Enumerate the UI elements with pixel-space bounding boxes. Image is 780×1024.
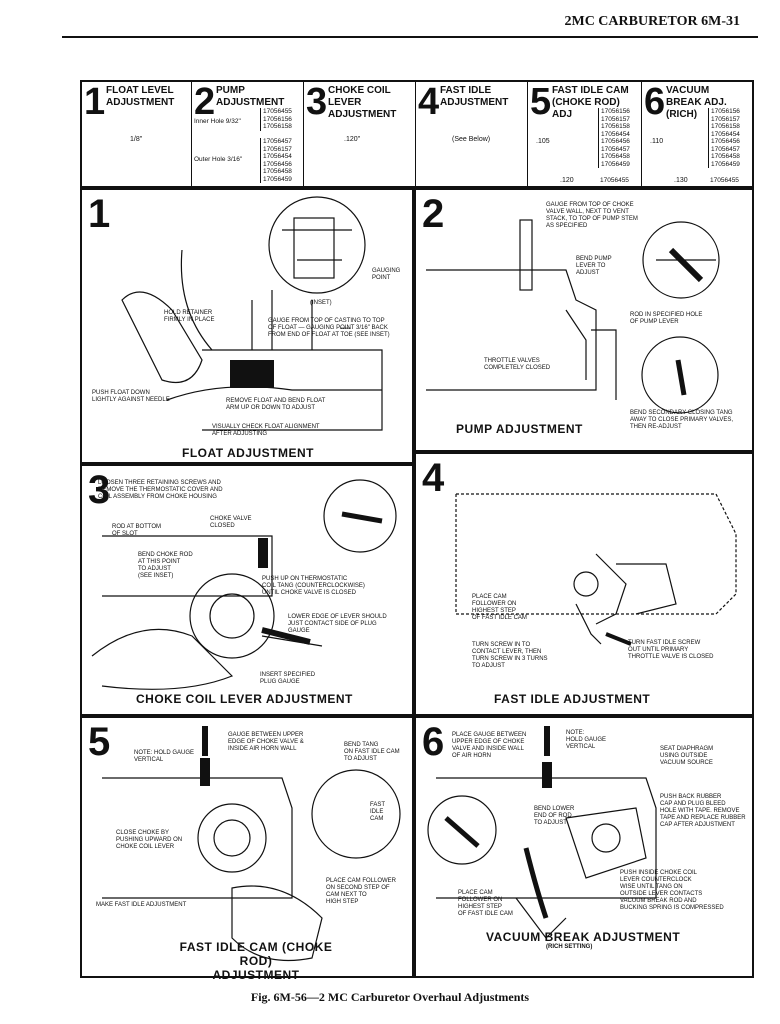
label-remove-float: REMOVE FLOAT AND BEND FLOAT ARM UP OR DO… <box>226 398 326 411</box>
spec-title: FAST IDLE ADJUSTMENT <box>440 85 509 108</box>
label-turn-screw-in: TURN SCREW IN TO CONTACT LEVER, THEN TUR… <box>472 642 548 669</box>
panel-vacuum-break: 6 PLACE GAUGE BETWEEN UPPER EDGE OF CHOK… <box>414 716 754 978</box>
label-loosen-screws: LOOSEN THREE RETAINING SCREWS AND REMOVE… <box>98 480 223 500</box>
label-bend-pump-lever: BEND PUMP LEVER TO ADJUST <box>576 256 612 276</box>
spec-parts: 17056156 17056157 17056158 17056454 1705… <box>708 108 740 168</box>
spec-inner-parts: 17056455 17056156 17056158 <box>260 108 292 131</box>
spec-value: .105 <box>536 138 550 145</box>
spec-num: 3 <box>306 81 328 123</box>
panel-caption: PUMP ADJUSTMENT <box>456 422 583 436</box>
panel-fast-idle: 4 PLACE CAM FOLLOWER ON HIGHEST STEP OF … <box>414 452 754 716</box>
label-gauge-from-top: GAUGE FROM TOP OF CASTING TO TOP OF FLOA… <box>268 318 390 338</box>
panel-number: 6 <box>422 720 445 764</box>
panel-number: 3 <box>88 468 111 512</box>
label-place-cam-follower: PLACE CAM FOLLOWER ON HIGHEST STEP OF FA… <box>472 594 527 621</box>
panel-caption: VACUUM BREAK ADJUSTMENT <box>486 930 681 944</box>
choke-coil-lever-illustration <box>91 479 397 690</box>
panel-float-adjustment: 1 ═══ GAUGING POINT (INSET) HOLD RETAINE… <box>80 188 414 464</box>
spec-inner-hole: Inner Hole 9/32" <box>194 118 241 125</box>
label-push-float: PUSH FLOAT DOWN LIGHTLY AGAINST NEEDLE <box>92 390 170 403</box>
spec-value: .120 <box>560 177 574 184</box>
float-adjustment-illustration: ═══ <box>121 196 383 431</box>
spec-value: 1/8" <box>130 136 143 143</box>
spec-title: VACUUM BREAK ADJ. (RICH) <box>666 85 727 120</box>
label-place-cam-follower-second: PLACE CAM FOLLOWER ON SECOND STEP OF CAM… <box>326 878 397 905</box>
label-hold-gauge-vertical: NOTE: HOLD GAUGE VERTICAL <box>134 750 195 763</box>
page-header: 2MC CARBURETOR 6M-31 <box>564 14 740 29</box>
spec-num: 6 <box>644 81 666 123</box>
spec-col-3: 3 CHOKE COIL LEVER ADJUSTMENT .120" <box>304 82 416 186</box>
label-gauge-choke-valve-wall: GAUGE FROM TOP OF CHOKE VALVE WALL, NEXT… <box>546 202 638 229</box>
label-visually-check: VISUALLY CHECK FLOAT ALIGNMENT AFTER ADJ… <box>212 424 320 437</box>
label-gauge-between-upper: GAUGE BETWEEN UPPER EDGE OF CHOKE VALVE … <box>228 732 304 752</box>
label-place-cam-follower-highest: PLACE CAM FOLLOWER ON HIGHEST STEP OF FA… <box>458 890 513 917</box>
spec-col-4: 4 FAST IDLE ADJUSTMENT (See Below) <box>416 82 528 186</box>
label-place-gauge-between: PLACE GAUGE BETWEEN UPPER EDGE OF CHOKE … <box>452 732 527 759</box>
label-seat-diaphragm: SEAT DIAPHRAGM USING OUTSIDE VACUUM SOUR… <box>660 746 714 766</box>
label-gauging-point: GAUGING POINT <box>372 268 401 281</box>
label-bend-choke-rod: BEND CHOKE ROD AT THIS POINT TO ADJUST (… <box>138 552 193 579</box>
panel-number: 4 <box>422 456 445 500</box>
spec-num: 5 <box>530 81 552 123</box>
spec-value: .130 <box>674 177 688 184</box>
spec-value: (See Below) <box>452 136 491 143</box>
panel-number: 1 <box>88 192 111 236</box>
panel-caption: FLOAT ADJUSTMENT <box>182 446 314 460</box>
spec-parts: 17056156 17056157 17056158 17056454 1705… <box>598 108 630 168</box>
panel-pump-adjustment: 2 GAUGE FROM TOP OF CHOKE VALVE WALL, NE… <box>414 188 754 452</box>
panel-subcaption: (RICH SETTING) <box>546 944 593 950</box>
label-push-up-coil-tang: PUSH UP ON THERMOSTATIC COIL TANG (COUNT… <box>262 576 365 596</box>
label-push-inside-choke-coil: PUSH INSIDE CHOKE COIL LEVER COUNTERCLOC… <box>620 870 724 911</box>
spec-num: 2 <box>194 81 216 123</box>
spec-title: CHOKE COIL LEVER ADJUSTMENT <box>328 85 397 120</box>
spec-parts: 17056455 <box>600 177 629 184</box>
panel-caption: FAST IDLE ADJUSTMENT <box>494 692 651 706</box>
label-rod-specified-hole: ROD IN SPECIFIED HOLE OF PUMP LEVER <box>630 312 703 325</box>
panel-fast-idle-cam: 5 GAUGE BETWEEN UPPER EDGE OF CHOKE VALV… <box>80 716 414 982</box>
label-bend-secondary-tang: BEND SECONDARY CLOSING TANG AWAY TO CLOS… <box>630 410 734 430</box>
panel-caption: CHOKE COIL LEVER ADJUSTMENT <box>136 692 353 706</box>
label-make-fast-idle: MAKE FAST IDLE ADJUSTMENT <box>96 902 187 908</box>
label-hold-retainer: HOLD RETAINER FIRMLY IN PLACE <box>164 310 215 323</box>
spec-outer-parts: 17056457 17056157 17056454 17056456 1705… <box>260 138 292 183</box>
label-push-back-rubber-cap: PUSH BACK RUBBER CAP AND PLUG BLEED HOLE… <box>660 794 746 828</box>
spec-title: PUMP ADJUSTMENT <box>216 85 285 108</box>
spec-num: 4 <box>418 81 440 123</box>
label-turn-fast-idle-screw: TURN FAST IDLE SCREW OUT UNTIL PRIMARY T… <box>628 640 714 660</box>
svg-text:═══: ═══ <box>339 326 351 332</box>
fast-idle-illustration <box>455 493 737 646</box>
spec-col-1: 1 FLOAT LEVEL ADJUSTMENT 1/8" <box>82 82 192 186</box>
spec-value: .120" <box>344 136 361 143</box>
spec-title: FLOAT LEVEL ADJUSTMENT <box>106 85 175 108</box>
label-rod-at-bottom: ROD AT BOTTOM OF SLOT <box>112 524 162 537</box>
label-insert-plug-gauge: INSERT SPECIFIED PLUG GAUGE <box>260 672 316 685</box>
spec-num: 1 <box>84 81 106 123</box>
vacuum-break-illustration <box>427 726 657 939</box>
spec-col-2: 2 PUMP ADJUSTMENT Inner Hole 9/32" 17056… <box>192 82 304 186</box>
spec-parts: 17056455 <box>710 177 739 184</box>
panel-number: 2 <box>422 192 445 236</box>
header-rule <box>62 36 758 38</box>
spec-col-6: 6 VACUUM BREAK ADJ. (RICH) .110 17056156… <box>642 82 752 186</box>
label-fast-idle-cam: FAST IDLE CAM <box>370 802 386 822</box>
pump-adjustment-illustration <box>426 219 720 414</box>
label-lower-edge-lever: LOWER EDGE OF LEVER SHOULD JUST CONTACT … <box>288 614 387 634</box>
spec-title: FAST IDLE CAM (CHOKE ROD) ADJ <box>552 85 629 120</box>
panel-choke-coil-lever: 3 LOOSEN THREE RETAINING SCREWS AND REMO… <box>80 464 414 716</box>
fast-idle-cam-illustration <box>102 726 401 961</box>
spec-col-5: 5 FAST IDLE CAM (CHOKE ROD) ADJ .105 170… <box>528 82 642 186</box>
label-bend-lower-end: BEND LOWER END OF ROD TO ADJUST <box>534 806 575 826</box>
label-throttle-valves: THROTTLE VALVES COMPLETELY CLOSED <box>484 358 551 371</box>
label-hold-gauge-vertical: NOTE: HOLD GAUGE VERTICAL <box>566 730 607 750</box>
label-bend-tang: BEND TANG ON FAST IDLE CAM TO ADJUST <box>344 742 400 762</box>
figure-caption: Fig. 6M-56—2 MC Carburetor Overhaul Adju… <box>250 990 530 1004</box>
panel-number: 5 <box>88 720 111 764</box>
label-inset: (INSET) <box>310 300 332 306</box>
spec-value: .110 <box>650 138 664 145</box>
label-choke-valve-closed: CHOKE VALVE CLOSED <box>210 516 252 529</box>
spec-outer-hole: Outer Hole 3/16" <box>194 156 243 163</box>
spec-table: 1 FLOAT LEVEL ADJUSTMENT 1/8" 2 PUMP ADJ… <box>80 80 754 188</box>
panel-caption: FAST IDLE CAM (CHOKE ROD) ADJUSTMENT <box>179 940 333 982</box>
label-close-choke: CLOSE CHOKE BY PUSHING UPWARD ON CHOKE C… <box>116 830 183 850</box>
